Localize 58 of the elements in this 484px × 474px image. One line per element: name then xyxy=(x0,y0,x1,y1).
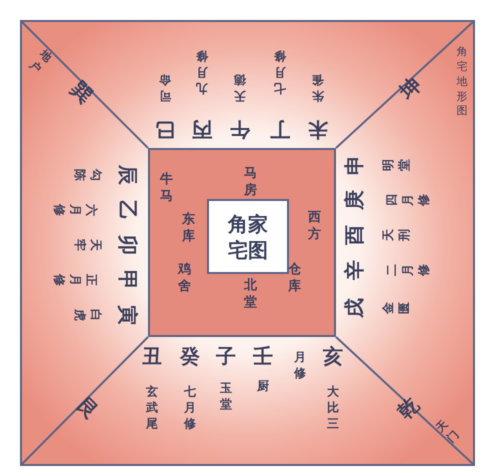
map-title: 角宅地形图 xyxy=(456,44,468,120)
branch-label: 庚 xyxy=(343,190,365,210)
branch-label: 辛 xyxy=(343,260,365,280)
spirit-label: 玉堂 xyxy=(220,380,232,412)
spirit-label: 勾陈 xyxy=(72,169,104,181)
spirit-label: 玄武尾 xyxy=(146,384,158,432)
spirit-label: 六月修 xyxy=(50,204,100,216)
trigram-label: 乾 xyxy=(393,393,423,423)
room-label: 牛马 xyxy=(160,172,173,206)
branch-label: 巳 xyxy=(155,119,175,141)
inner-square xyxy=(148,148,336,337)
gate-label: 地户 xyxy=(26,48,54,76)
spirit-label: 厨 xyxy=(257,378,269,394)
branch-label: 乙 xyxy=(117,200,139,220)
room-label: 鸡舍 xyxy=(178,262,191,296)
branch-label: 未 xyxy=(308,119,328,141)
trigram-label: 坤 xyxy=(395,73,425,103)
branch-label: 午 xyxy=(230,119,250,141)
spirit-label: 七月修 xyxy=(274,48,286,96)
spirit-label: 司命 xyxy=(159,72,171,104)
branch-label: 子 xyxy=(216,345,236,367)
room-label: 马房 xyxy=(244,166,257,200)
title-text: 角家宅图 xyxy=(226,210,269,262)
branch-label: 辰 xyxy=(117,165,139,185)
room-label: 西方 xyxy=(308,210,321,244)
room-label: 东库 xyxy=(182,212,195,246)
trigram-label: 艮 xyxy=(73,393,103,423)
branch-label: 丑 xyxy=(142,345,162,367)
spirit-label: 大比三 xyxy=(327,384,339,432)
gate-label: 天门 xyxy=(434,418,462,446)
branch-label: 丙 xyxy=(192,119,212,141)
spirit-label: 二月修 xyxy=(384,264,432,276)
branch-label: 戌 xyxy=(343,298,365,318)
branch-label: 壬 xyxy=(253,345,273,367)
center-box xyxy=(207,199,289,274)
spirit-label: 金匮 xyxy=(380,302,412,314)
room-label: 仓库 xyxy=(288,262,301,296)
spirit-label: 明堂 xyxy=(380,159,412,171)
spirit-label: 九月修 xyxy=(196,48,208,96)
spirit-label: 朱雀 xyxy=(312,72,324,104)
branch-label: 甲 xyxy=(117,270,139,290)
spirit-label: 七月修 xyxy=(184,384,196,432)
branch-label: 申 xyxy=(343,155,365,175)
spirit-label: 月修 xyxy=(294,348,306,382)
trigram-label: 巽 xyxy=(67,77,97,107)
spirit-label: 四月修 xyxy=(384,194,432,206)
branch-label: 丁 xyxy=(270,119,290,141)
room-label: 北堂 xyxy=(244,278,257,312)
spirit-label: 天德 xyxy=(234,72,246,104)
spirit-label: 白虎 xyxy=(72,309,104,321)
spirit-label: 天牢 xyxy=(72,239,104,251)
branch-label: 癸 xyxy=(180,345,200,367)
branch-label: 寅 xyxy=(117,305,139,325)
spirit-label: 天刑 xyxy=(380,229,412,241)
branch-label: 卯 xyxy=(117,235,139,255)
spirit-label: 正月修 xyxy=(50,274,100,286)
branch-label: 亥 xyxy=(323,345,343,367)
branch-label: 酉 xyxy=(343,225,365,245)
